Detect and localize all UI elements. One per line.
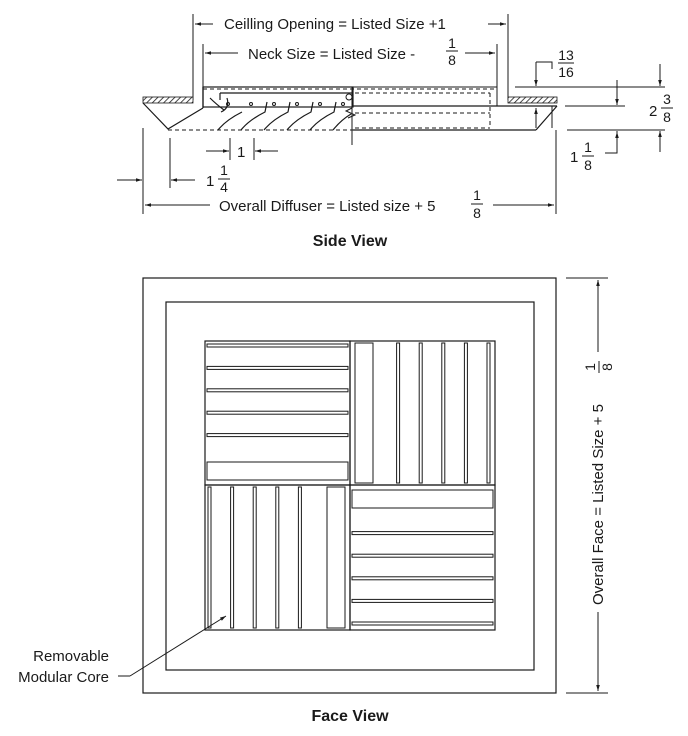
dim-13-16-den: 16: [558, 64, 574, 80]
core-quadrant-bottom-right: [349, 484, 496, 631]
face-view-title: Face View: [311, 708, 389, 725]
core-slat: [463, 342, 468, 484]
dim-13-16-num: 13: [558, 47, 574, 63]
core-slat: [351, 598, 494, 603]
dim-1-1-4-whole: 1: [206, 173, 214, 190]
overall-face-dimension: Overall Face = Listed Size + 5 1 8: [566, 277, 615, 694]
lower-dimensions: 1 1 1 4 Overall Diffuser = Listed size +…: [117, 128, 557, 221]
ceiling-opening-label: Ceilling Opening = Listed Size +1: [224, 16, 446, 33]
core-slat: [206, 388, 349, 393]
outer-face-frame: [142, 277, 557, 694]
modular-core: [204, 340, 496, 631]
overall-diffuser-frac-num: 1: [473, 187, 481, 203]
face-view: Overall Face = Listed Size + 5 1 8 Remov…: [18, 277, 615, 725]
overall-diffuser-frac-den: 8: [473, 205, 481, 221]
callout-line1: Removable: [33, 648, 109, 665]
overall-face-frac-num: 1: [582, 363, 598, 371]
ceiling-tile-left: [142, 96, 194, 104]
callout-line2: Modular Core: [18, 669, 109, 686]
core-slat: [206, 365, 349, 370]
side-view: Ceilling Opening = Listed Size +1 Neck S…: [117, 14, 673, 250]
inner-face-frame: [165, 301, 535, 671]
core-slat: [418, 342, 423, 484]
overall-face-label: Overall Face = Listed Size + 5: [590, 404, 607, 605]
removable-core-callout: Removable Modular Core: [18, 615, 227, 686]
core-slat: [297, 486, 302, 629]
core-slat: [486, 342, 491, 484]
core-slat: [351, 576, 494, 581]
dim-1-1-4-den: 4: [220, 179, 228, 195]
dim-1: 1: [237, 144, 245, 161]
ceiling-opening-dimension: Ceilling Opening = Listed Size +1: [192, 14, 509, 100]
core-slat: [326, 486, 346, 629]
core-slat: [396, 342, 401, 484]
ceiling-tile-right: [507, 96, 558, 104]
neck-size-label: Neck Size = Listed Size -: [248, 46, 415, 63]
neck-size-frac-den: 8: [448, 52, 456, 68]
side-view-title: Side View: [313, 233, 388, 250]
dim-1-1-8-whole: 1: [570, 149, 578, 166]
core-slat: [230, 486, 235, 629]
core-slat: [206, 343, 349, 348]
core-slat: [275, 486, 280, 629]
core-slat: [351, 531, 494, 536]
dim-1-1-8-den: 8: [584, 157, 592, 173]
core-slat: [206, 433, 349, 438]
overall-face-frac-den: 8: [599, 363, 615, 371]
height-dimensions: 13 16 1 1 8 2 3 8: [515, 47, 673, 173]
dim-2-3-8-whole: 2: [649, 103, 657, 120]
dim-1-1-8-num: 1: [584, 139, 592, 155]
core-slat: [252, 486, 257, 629]
core-slat: [441, 342, 446, 484]
neck-size-frac-num: 1: [448, 35, 456, 51]
core-slat: [207, 486, 212, 629]
neck-size-dimension: Neck Size = Listed Size - 1 8: [202, 35, 498, 92]
diffuser-side-profile: [142, 86, 558, 145]
core-slat: [354, 342, 374, 484]
dim-2-3-8-den: 8: [663, 109, 671, 125]
dim-1-1-4-num: 1: [220, 162, 228, 178]
core-slat: [351, 489, 494, 509]
core-slat: [351, 553, 494, 558]
core-slat: [206, 461, 349, 481]
overall-diffuser-label: Overall Diffuser = Listed size + 5: [219, 198, 436, 215]
dim-2-3-8-num: 3: [663, 91, 671, 107]
core-slat: [206, 410, 349, 415]
core-slat: [351, 621, 494, 626]
